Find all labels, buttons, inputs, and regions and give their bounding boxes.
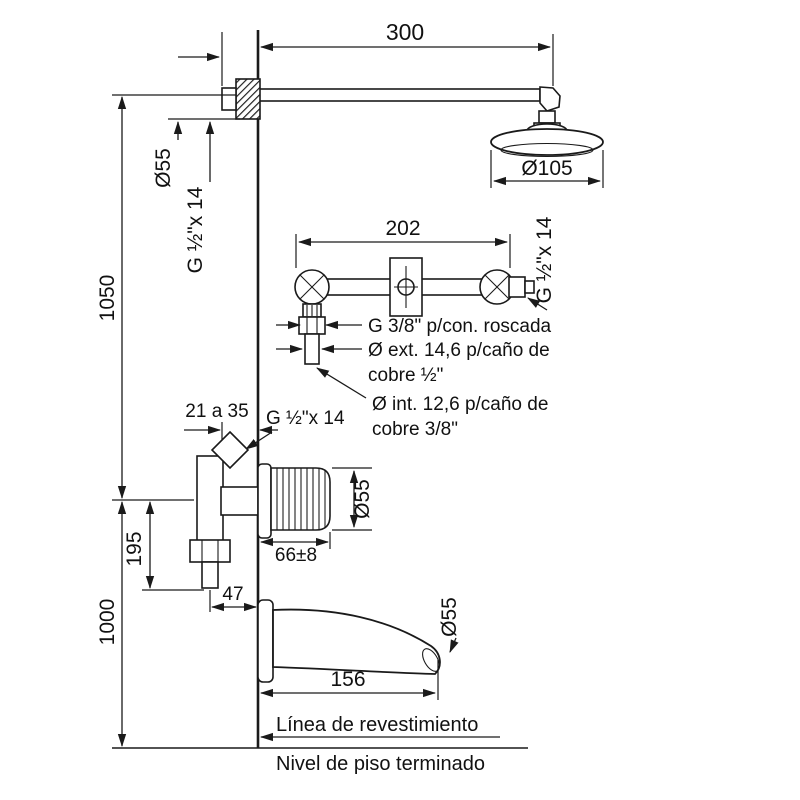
right-outlet-nut	[508, 276, 526, 298]
arm-thread-label: G ½"x 14	[184, 186, 207, 273]
right-outlet-stub	[524, 280, 535, 294]
elbow-tube	[201, 561, 219, 589]
flange-stem	[221, 87, 237, 111]
dim-arm-length-label: 300	[386, 19, 424, 45]
connection-thread-note: G 3/8" p/con. roscada	[368, 316, 552, 337]
dim-21a35-group: 21 a 35 G ½"x 14	[184, 401, 345, 450]
arm-elbow	[539, 86, 561, 112]
shower-arm	[257, 88, 541, 102]
elbow-assembly-group	[189, 430, 331, 589]
dim-195-label: 195	[123, 531, 146, 566]
head-rim	[500, 142, 594, 158]
int-diameter-note-line2: cobre 3/8"	[372, 419, 458, 440]
wall-depth-label: 21 a 35	[185, 401, 248, 422]
elbow-hex-nut	[189, 539, 231, 563]
flange-callouts-group: Ø55 G ½"x 14	[152, 118, 240, 273]
spout-diameter-label: Ø55	[438, 597, 461, 637]
valve-cross	[299, 274, 325, 300]
ext-diameter-note-line2: cobre ½"	[368, 365, 443, 386]
leader-arrow	[449, 637, 459, 653]
int-diameter-note-line1: Ø int. 12,6 p/caño de	[372, 394, 548, 415]
elbow-vertical-pipe	[196, 455, 224, 543]
knob-escutcheon	[257, 463, 272, 539]
mixer-valve-group	[294, 257, 535, 365]
flange-diameter-label: Ø55	[152, 148, 175, 188]
head-stub	[538, 110, 556, 124]
elbow-horizontal-pipe	[220, 486, 259, 516]
knob-diameter-label: Ø55	[351, 479, 374, 519]
dim-105-group: Ø105	[490, 150, 604, 188]
shower-arm-group	[221, 78, 604, 158]
left-dimensions-group: 1050 1000 195	[96, 94, 236, 748]
inlet-tube	[304, 333, 320, 365]
spout-escutcheon	[257, 599, 274, 683]
control-knob	[270, 467, 331, 531]
elbow-offset-label: 47	[222, 584, 243, 605]
dim-height-bottom-label: 1000	[96, 599, 119, 646]
finished-floor-label: Nivel de piso terminado	[276, 753, 485, 775]
reference-labels-group: Línea de revestimiento Nivel de piso ter…	[259, 714, 500, 775]
knob-offset-label: 66±8	[275, 545, 317, 566]
tiling-line-label: Línea de revestimiento	[276, 714, 478, 736]
spout-tip-opening	[422, 648, 440, 672]
ext-diameter-note-line1: Ø ext. 14,6 p/caño de	[368, 340, 550, 361]
wall-flange	[235, 78, 261, 120]
dim-height-top-label: 1050	[96, 275, 119, 322]
dim-head-diameter-label: Ø105	[521, 157, 572, 180]
dim-202-group: 202	[295, 217, 511, 268]
hex-nut	[298, 316, 326, 335]
leader-arrow	[527, 297, 548, 311]
valve-span-label: 202	[385, 217, 420, 240]
valve-cross	[484, 274, 510, 300]
valve-notes-group: G 3/8" p/con. roscada Ø ext. 14,6 p/caño…	[276, 216, 556, 440]
valve-thread-label: G ½"x 14	[533, 216, 556, 303]
spout-group: Ø55 156	[257, 597, 461, 700]
spout-body	[272, 608, 441, 675]
leader-arrow	[316, 367, 367, 399]
leader-arrow	[245, 431, 273, 450]
dim-300-group: 300	[178, 19, 554, 86]
knob-dimensions-group: Ø55 66±8 47	[209, 467, 374, 612]
elbow-inlet	[210, 430, 250, 470]
shower-head	[490, 128, 604, 156]
elbow-thread-label: G ½"x 14	[266, 408, 345, 429]
spout-length-label: 156	[330, 668, 365, 691]
